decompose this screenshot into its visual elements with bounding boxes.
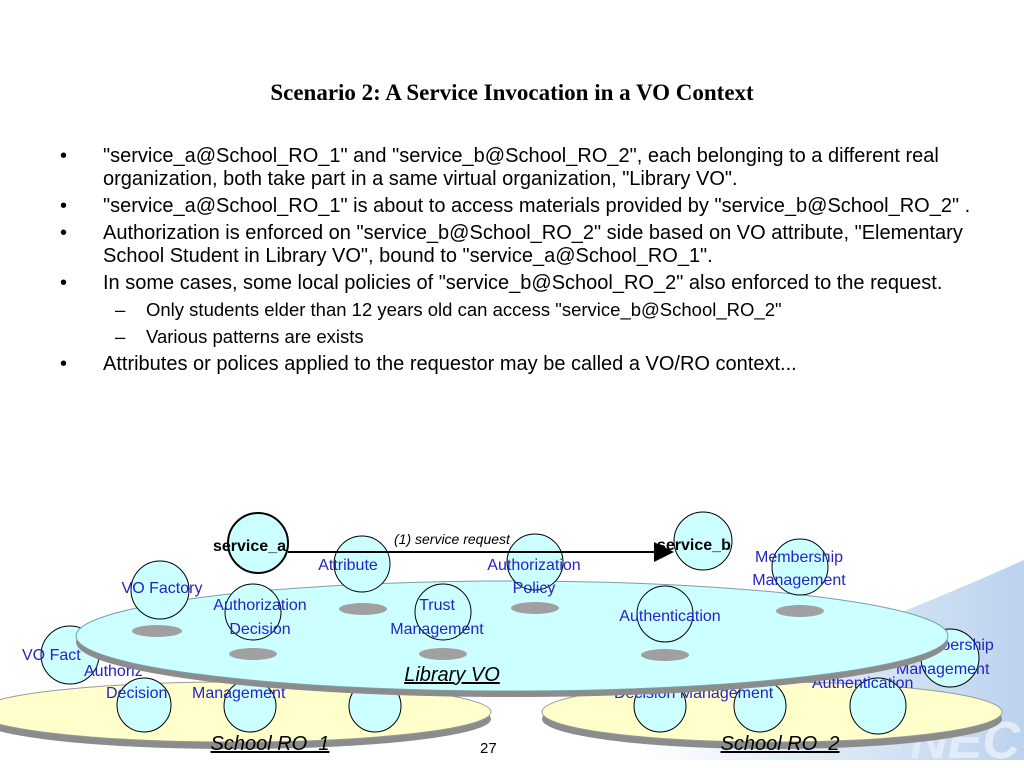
authorization-decision-label-1: Authorization <box>213 597 306 614</box>
bullet-text: In some cases, some local policies of "s… <box>103 272 943 294</box>
service-a-label: service_a <box>213 538 286 555</box>
sub-bullet-item: –Only students elder than 12 years old c… <box>60 299 980 321</box>
sub-bullet-item: –Various patterns are exists <box>60 326 980 348</box>
membership-management-label-1: Membership <box>755 549 843 566</box>
node-shadow <box>229 648 277 660</box>
authentication-node <box>636 585 694 643</box>
ro2-authentication-label: Authentication <box>812 675 913 692</box>
authorization-policy-label-2: Policy <box>513 580 556 597</box>
authorization-decision-label-2: Decision <box>229 621 290 638</box>
ro1-management-label: Management <box>192 685 286 702</box>
vo-factory-node <box>130 560 190 620</box>
authorization-policy-node <box>506 533 564 591</box>
page-number: 27 <box>480 740 497 757</box>
trust-management-node <box>414 583 472 641</box>
vo-context-diagram: NEC VO Fact Authoriz Decision Management… <box>0 511 1024 768</box>
bullet-text: "service_a@School_RO_1" is about to acce… <box>103 195 971 217</box>
ro2-management-label: Management <box>896 661 990 678</box>
node-shadow <box>132 625 182 637</box>
ro1-decision-label: Decision <box>106 685 167 702</box>
bullet-text: Authorization is enforced on "service_b@… <box>103 222 963 267</box>
bullet-mark: • <box>60 272 68 294</box>
membership-management-node <box>771 538 829 596</box>
vo-label: Library VO <box>404 664 500 686</box>
authentication-label: Authentication <box>619 608 720 625</box>
membership-management-label-2: Management <box>752 572 846 589</box>
bullet-mark: • <box>60 353 68 375</box>
bullet-mark: • <box>60 145 68 167</box>
bullet-list: • "service_a@School_RO_1" and "service_b@… <box>60 145 980 380</box>
bullet-item: • "service_a@School_RO_1" is about to acc… <box>60 195 980 218</box>
service-request-label: (1) service request <box>394 531 511 547</box>
service-b-node <box>673 511 733 571</box>
trust-management-label-1: Trust <box>419 597 455 614</box>
node-shadow <box>339 603 387 615</box>
bullet-text: "service_a@School_RO_1" and "service_b@S… <box>103 145 939 190</box>
attribute-node <box>333 535 391 593</box>
ro2-label: School RO_2 <box>721 733 840 755</box>
node-shadow <box>511 602 559 614</box>
bullet-item: • Authorization is enforced on "service_b… <box>60 222 980 268</box>
vo-ellipse <box>75 580 949 692</box>
service-b-label: service_b <box>657 537 731 554</box>
attribute-label: Attribute <box>318 557 378 574</box>
ro1-node <box>116 677 172 733</box>
authorization-decision-node <box>224 583 282 641</box>
bullet-item: • "service_a@School_RO_1" and "service_b@… <box>60 145 980 191</box>
node-shadow <box>419 648 467 660</box>
bullet-text: Attributes or polices applied to the req… <box>103 353 797 375</box>
vo-factory-label: VO Factory <box>122 580 203 597</box>
ro2-node <box>849 677 907 735</box>
authorization-policy-label-1: Authorization <box>487 557 580 574</box>
ro1-label: School RO_1 <box>211 733 330 755</box>
sub-bullet-mark: – <box>115 299 126 320</box>
bullet-mark: • <box>60 222 68 244</box>
node-shadow <box>641 649 689 661</box>
node-shadow <box>776 605 824 617</box>
bullet-mark: • <box>60 195 68 217</box>
bullet-item: • In some cases, some local policies of "… <box>60 272 980 295</box>
sub-bullet-text: Various patterns are exists <box>146 326 364 347</box>
slide-title: Scenario 2: A Service Invocation in a VO… <box>270 80 754 105</box>
bullet-item: • Attributes or polices applied to the re… <box>60 353 980 376</box>
trust-management-label-2: Management <box>390 621 484 638</box>
sub-bullet-mark: – <box>115 326 126 347</box>
service-a-node <box>227 512 289 574</box>
ro1-vo-factory-label: VO Fact <box>22 647 81 664</box>
sub-bullet-text: Only students elder than 12 years old ca… <box>146 299 782 320</box>
